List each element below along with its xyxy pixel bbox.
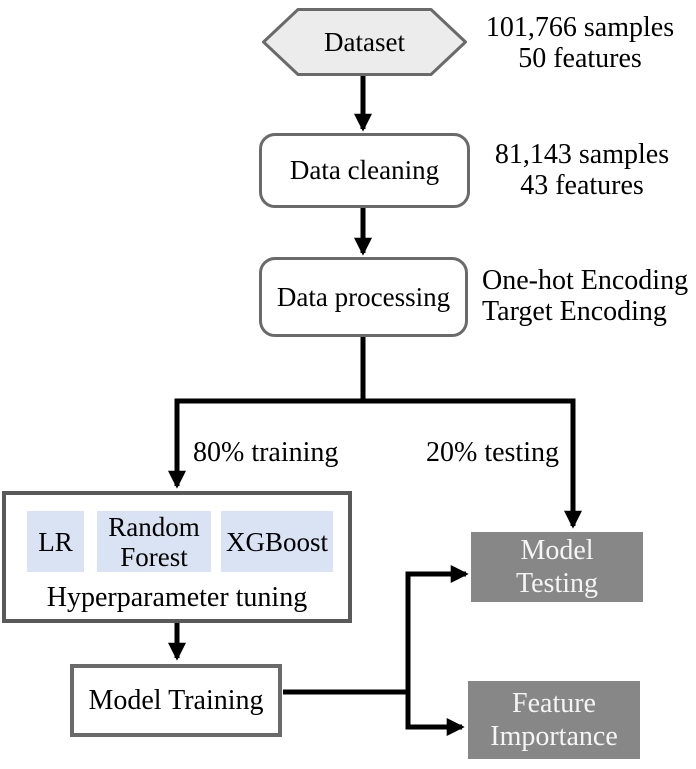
dataset-note-line2: 50 features	[518, 43, 642, 74]
data-cleaning-note-line2: 43 features	[520, 170, 644, 201]
dataset-note-line1: 101,766 samples	[485, 12, 675, 43]
hexagon-shape	[262, 8, 467, 76]
data-processing-node: Data processing	[259, 257, 468, 337]
model-training-label: Model Training	[88, 684, 264, 716]
data-cleaning-note: 81,143 samples 43 features	[472, 139, 692, 201]
dataset-label: Dataset	[324, 26, 405, 57]
hyperparameter-tuning-label: Hyperparameter tuning	[46, 582, 308, 613]
dataset-note: 101,766 samples 50 features	[468, 12, 692, 74]
model-testing-label-line1: Model	[520, 535, 594, 566]
feature-importance-label-line2: Importance	[490, 721, 618, 752]
model-chip-random-forest: Random Forest	[97, 511, 211, 572]
data-cleaning-note-line1: 81,143 samples	[494, 139, 670, 170]
feature-importance-node: Feature Importance	[468, 681, 640, 759]
data-cleaning-label: Data cleaning	[289, 155, 440, 185]
data-processing-note-line2: Target Encoding	[482, 296, 667, 327]
data-processing-note: One-hot Encoding Target Encoding	[482, 265, 688, 327]
model-testing-label-line2: Testing	[515, 568, 599, 599]
data-cleaning-node: Data cleaning	[259, 133, 470, 208]
training-split-label: 80% training	[193, 437, 339, 468]
model-chip-lr: LR	[27, 511, 84, 572]
testing-split-label: 20% testing	[426, 437, 559, 468]
data-processing-note-line1: One-hot Encoding	[482, 265, 689, 296]
model-training-node: Model Training	[70, 664, 282, 737]
hyperparameter-tuning-node: LR Random Forest XGBoost Hyperparameter …	[2, 491, 352, 623]
data-processing-label: Data processing	[276, 281, 451, 312]
feature-importance-label-line1: Feature	[512, 688, 596, 719]
model-chip-xgboost: XGBoost	[221, 511, 333, 572]
dataset-node: Dataset	[262, 8, 467, 76]
model-testing-node: Model Testing	[471, 532, 643, 602]
